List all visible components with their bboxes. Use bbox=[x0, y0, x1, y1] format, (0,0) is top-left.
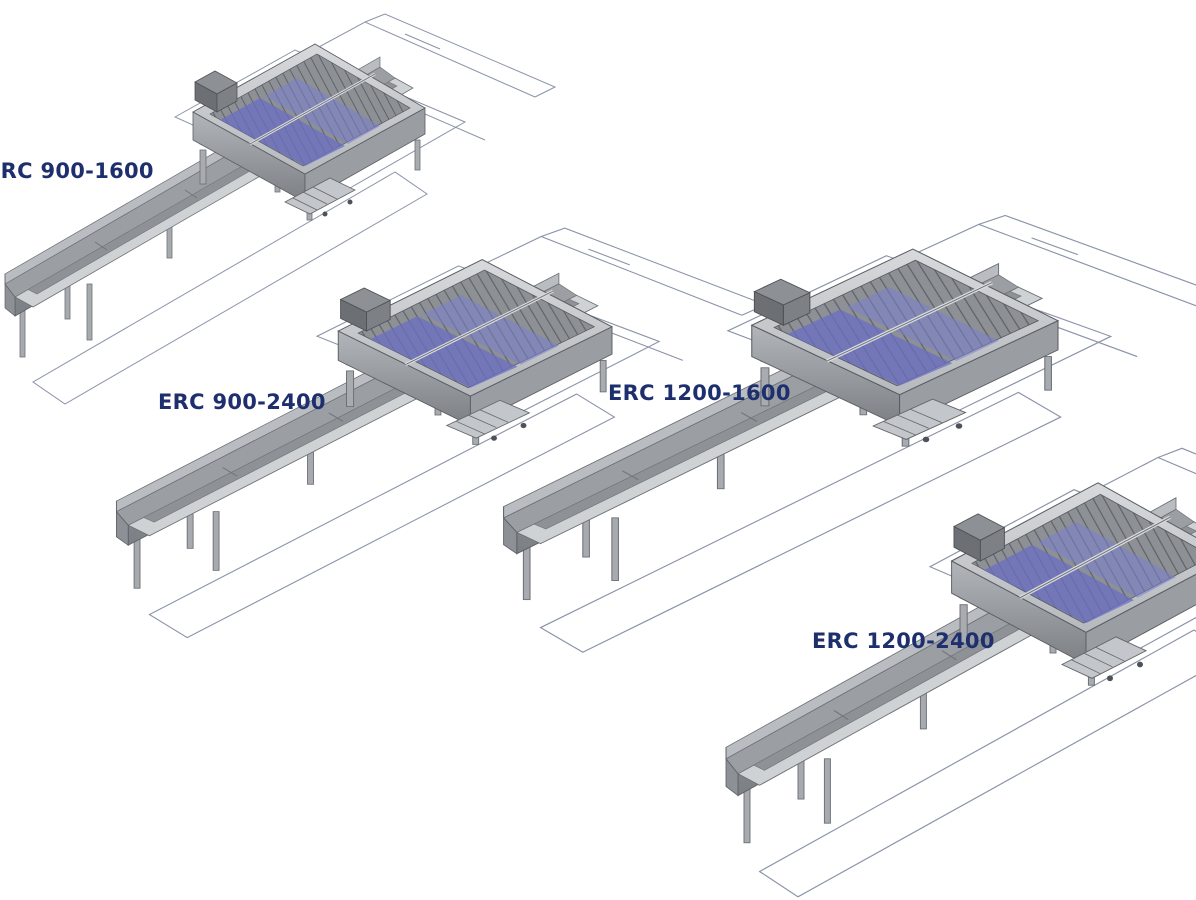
model-label-erc-900-1600: ERC 900-1600 bbox=[0, 159, 154, 183]
model-label-erc-1200-1600: ERC 1200-1600 bbox=[608, 381, 791, 405]
conveyor-erc-1200-2400 bbox=[724, 446, 1196, 899]
model-label-erc-900-2400: ERC 900-2400 bbox=[158, 390, 326, 414]
model-label-erc-1200-2400: ERC 1200-2400 bbox=[812, 629, 995, 653]
